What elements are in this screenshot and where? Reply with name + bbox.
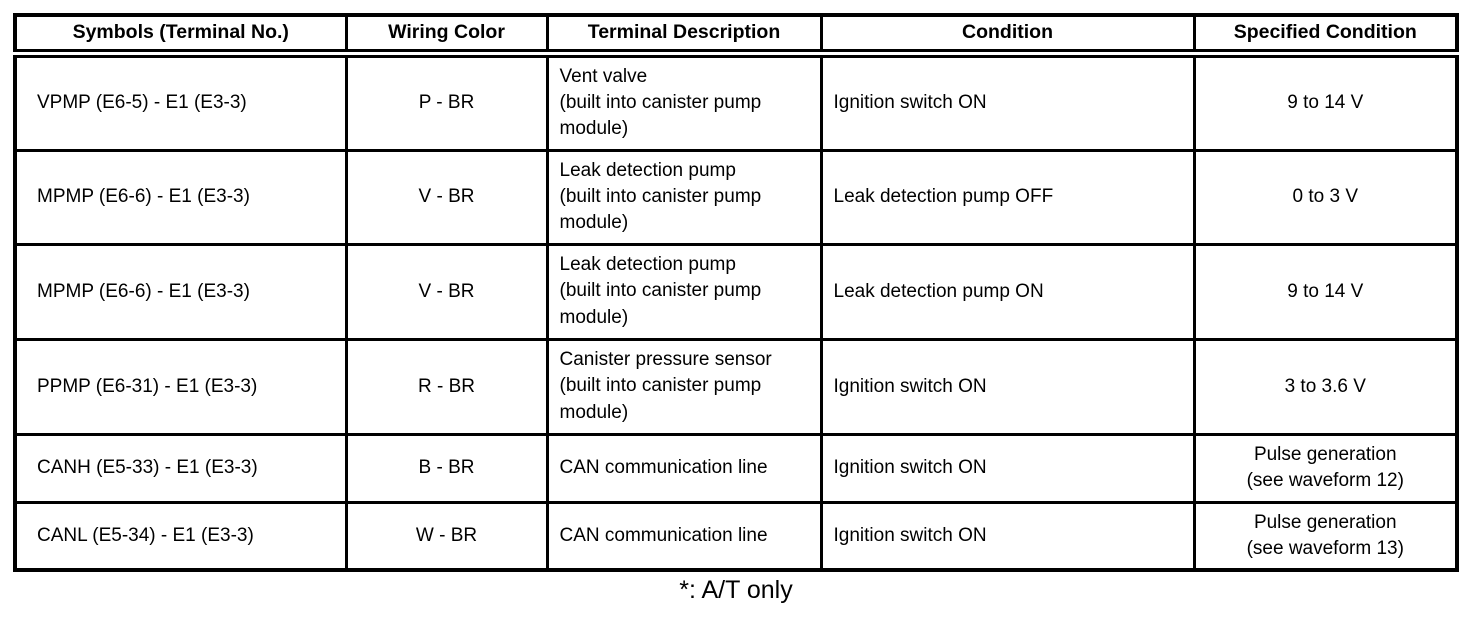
terminal-specification-table: Symbols (Terminal No.) Wiring Color Term…: [13, 13, 1459, 572]
table-row: MPMP (E6-6) - E1 (E3-3) V - BR Leak dete…: [13, 148, 1459, 246]
cell-terminal-description: Canister pressure sensor (built into can…: [545, 337, 823, 436]
table-row: VPMP (E6-5) - E1 (E3-3) P - BR Vent valv…: [13, 51, 1459, 152]
table-row: MPMP (E6-6) - E1 (E3-3) V - BR Leak dete…: [13, 242, 1459, 341]
cell-condition: Ignition switch ON: [819, 51, 1196, 152]
cell-condition: Ignition switch ON: [819, 432, 1196, 504]
cell-wiring-color: W - BR: [344, 500, 549, 572]
header-specified-condition: Specified Condition: [1192, 13, 1459, 58]
cell-specified-condition: 0 to 3 V: [1192, 148, 1459, 246]
header-condition: Condition: [819, 13, 1196, 58]
cell-terminal-description: Leak detection pump (built into canister…: [545, 242, 823, 341]
cell-specified-condition: 9 to 14 V: [1192, 242, 1459, 341]
cell-specified-condition: Pulse generation (see waveform 12): [1192, 432, 1459, 504]
header-symbols: Symbols (Terminal No.): [13, 13, 348, 58]
cell-wiring-color: P - BR: [344, 51, 549, 152]
footnote: *: A/T only: [679, 576, 793, 604]
cell-condition: Leak detection pump ON: [819, 242, 1196, 341]
cell-symbols: MPMP (E6-6) - E1 (E3-3): [13, 148, 348, 246]
cell-condition: Ignition switch ON: [819, 337, 1196, 436]
cell-specified-condition: 9 to 14 V: [1192, 51, 1459, 152]
cell-wiring-color: V - BR: [344, 242, 549, 341]
cell-symbols: VPMP (E6-5) - E1 (E3-3): [13, 51, 348, 152]
header-wiring-color: Wiring Color: [344, 13, 549, 58]
cell-specified-condition: 3 to 3.6 V: [1192, 337, 1459, 436]
cell-symbols: CANH (E5-33) - E1 (E3-3): [13, 432, 348, 504]
table-row: PPMP (E6-31) - E1 (E3-3) R - BR Canister…: [13, 337, 1459, 436]
cell-terminal-description: Vent valve (built into canister pump mod…: [545, 51, 823, 152]
table-row: CANL (E5-34) - E1 (E3-3) W - BR CAN comm…: [13, 500, 1459, 572]
cell-terminal-description: CAN communication line: [545, 432, 823, 504]
cell-symbols: PPMP (E6-31) - E1 (E3-3): [13, 337, 348, 436]
cell-wiring-color: B - BR: [344, 432, 549, 504]
cell-terminal-description: Leak detection pump (built into canister…: [545, 148, 823, 246]
cell-terminal-description: CAN communication line: [545, 500, 823, 572]
header-terminal-description: Terminal Description: [545, 13, 823, 58]
cell-condition: Ignition switch ON: [819, 500, 1196, 572]
cell-wiring-color: V - BR: [344, 148, 549, 246]
cell-wiring-color: R - BR: [344, 337, 549, 436]
cell-symbols: MPMP (E6-6) - E1 (E3-3): [13, 242, 348, 341]
cell-specified-condition: Pulse generation (see waveform 13): [1192, 500, 1459, 572]
table-row: CANH (E5-33) - E1 (E3-3) B - BR CAN comm…: [13, 432, 1459, 504]
cell-condition: Leak detection pump OFF: [819, 148, 1196, 246]
cell-symbols: CANL (E5-34) - E1 (E3-3): [13, 500, 348, 572]
table-header-row: Symbols (Terminal No.) Wiring Color Term…: [13, 13, 1459, 58]
